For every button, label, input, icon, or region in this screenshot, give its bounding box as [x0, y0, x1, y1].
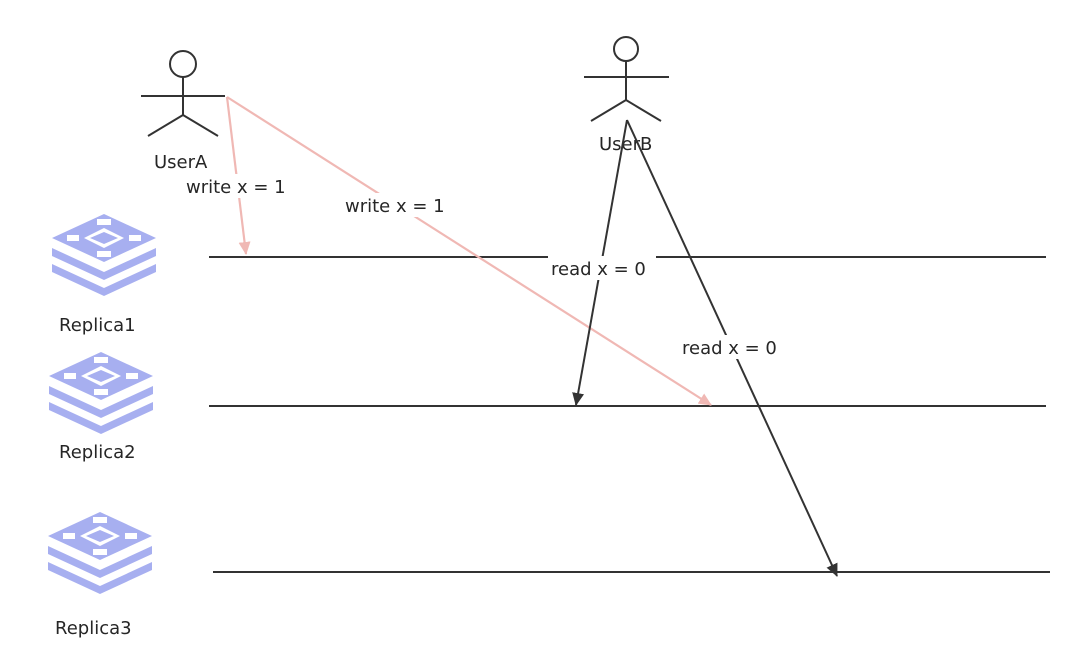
svg-text:read x = 0: read x = 0 [551, 259, 646, 280]
user-b-label: UserB [599, 134, 652, 155]
replica2-label: Replica2 [59, 442, 136, 463]
read-label-replica2: read x = 0 [548, 256, 656, 280]
write-label-replica2: write x = 1 [342, 193, 454, 217]
svg-text:write x = 1: write x = 1 [186, 177, 286, 198]
replica2-database-icon [49, 352, 153, 434]
svg-text:write x = 1: write x = 1 [345, 196, 445, 217]
write-arrow-replica2 [226, 96, 712, 406]
replica1-database-icon [52, 214, 156, 296]
svg-text:read x = 0: read x = 0 [682, 338, 777, 359]
user-a-label: UserA [154, 152, 208, 173]
replica1-label: Replica1 [59, 315, 136, 336]
replica3-label: Replica3 [55, 618, 132, 639]
user-a-actor-icon [141, 50, 225, 137]
read-label-replica3: read x = 0 [679, 335, 787, 359]
replica3-database-icon [48, 512, 152, 594]
user-b-actor-icon [584, 36, 669, 122]
write-label-replica1: write x = 1 [183, 174, 295, 198]
